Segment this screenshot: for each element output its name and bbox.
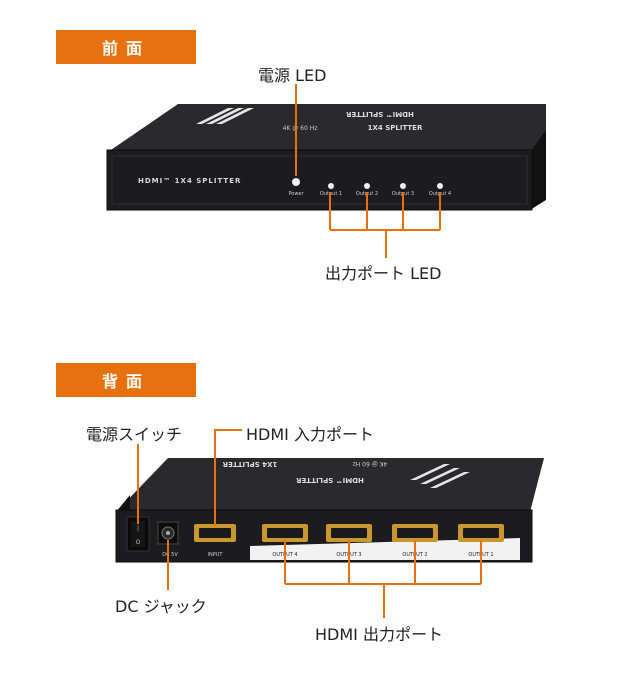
front-section-title: 前面 xyxy=(56,30,196,64)
front-model-text: HDMI™ 1X4 SPLITTER xyxy=(138,177,241,185)
power-led-callout: 電源 LED xyxy=(258,66,327,85)
hdmi-input-callout: HDMI 入力ポート xyxy=(246,425,374,444)
back-top-text-1: HDMI™ SPLITTER xyxy=(295,476,363,484)
back-section-title: 背面 xyxy=(56,363,196,397)
hdmi-output-port-3 xyxy=(326,524,372,542)
front-device-face xyxy=(106,149,533,211)
switch-mark-off: O xyxy=(136,539,141,546)
back-top-stripes xyxy=(410,464,470,488)
front-top-text-1: HDMI™ SPLITTER xyxy=(345,110,413,118)
led-label-power: Power xyxy=(288,191,304,197)
front-top-text-2: 4K @ 60 Hz xyxy=(283,125,318,132)
hdmi-output-port-4 xyxy=(262,524,308,542)
hdmi-output-port-1 xyxy=(458,524,504,542)
dc-jack-callout: DC ジャック xyxy=(115,597,207,616)
output-led-4 xyxy=(437,183,443,189)
power-led xyxy=(292,178,300,186)
front-top-text-3: 1X4 SPLITTER xyxy=(368,124,423,132)
front-device-side xyxy=(530,130,546,210)
back-callout-lines xyxy=(137,429,482,618)
back-top-text-3: 1X4 SPLITTER xyxy=(222,460,277,468)
output-led-1 xyxy=(328,183,334,189)
output-led-2 xyxy=(364,183,370,189)
hdmi-output-port-2 xyxy=(392,524,438,542)
power-switch-callout: 電源スイッチ xyxy=(86,425,183,444)
hdmi-input-port xyxy=(194,524,236,542)
front-top-stripes xyxy=(196,108,254,124)
back-device-top xyxy=(116,458,544,512)
back-top-text-2: 4K @ 60 Hz xyxy=(353,460,388,467)
output-led-callout: 出力ポート LED xyxy=(325,264,442,283)
output-led-3 xyxy=(400,183,406,189)
switch-mark-on: | xyxy=(137,525,139,532)
port-label-dc: DC 5V xyxy=(162,552,178,558)
hdmi-output-callout: HDMI 出力ポート xyxy=(315,625,443,644)
port-label-input: INPUT xyxy=(208,552,224,558)
front-callout-lines xyxy=(295,84,441,258)
back-label-strip xyxy=(250,538,520,560)
